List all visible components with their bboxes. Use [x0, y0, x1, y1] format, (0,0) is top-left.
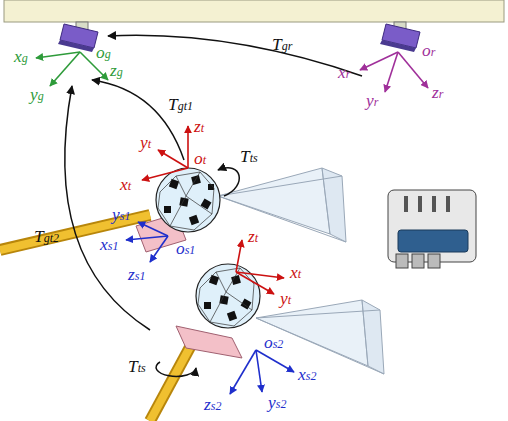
axis-label: xg	[14, 48, 28, 65]
frame-s1-axes	[126, 222, 168, 262]
camera-left	[58, 22, 98, 52]
frame-s2-axes	[230, 350, 294, 394]
origin-label: os2	[264, 334, 283, 351]
axis-label: yg	[30, 86, 44, 103]
axis-label: zt	[194, 118, 204, 135]
origin-label: os1	[176, 240, 195, 257]
tool-pen-lower	[150, 326, 242, 421]
axis-label: ys1	[112, 206, 130, 223]
axis-label: xt	[290, 264, 301, 281]
axis-label: zt	[248, 228, 258, 245]
axis-label: yr	[366, 92, 378, 109]
origin-label: or	[422, 42, 435, 59]
axis-label: xs2	[298, 366, 316, 383]
transform-label: Tts	[128, 358, 146, 375]
axis-label: zs2	[204, 396, 221, 413]
camera-frustum-lower	[256, 300, 384, 374]
axis-label: zs1	[128, 266, 145, 283]
transform-label: Tgt2	[34, 228, 59, 245]
ceiling-rail	[4, 0, 504, 22]
transform-label: Tts	[240, 148, 258, 165]
axis-label: yt	[140, 134, 151, 151]
axis-label: yt	[280, 290, 291, 307]
camera-frustum-upper	[218, 168, 346, 242]
transform-label: Tgt1	[168, 96, 193, 113]
scanner-device	[388, 190, 476, 268]
axis-label: xt	[120, 176, 131, 193]
frame-r-axes	[360, 52, 428, 92]
axis-label: xs1	[100, 236, 118, 253]
axis-label: zr	[432, 84, 443, 101]
axis-label: xr	[338, 64, 350, 81]
axis-label: ys2	[268, 394, 286, 411]
transform-label: Tgr	[272, 36, 292, 53]
axis-label: zg	[110, 62, 123, 79]
tool-pen-upper	[0, 214, 186, 252]
transform-arrows	[65, 35, 362, 376]
frame-t-axes-lower	[236, 240, 284, 294]
marker-ball-upper	[156, 168, 220, 232]
origin-label: ot	[194, 150, 206, 167]
origin-label: og	[96, 44, 111, 61]
camera-right	[380, 22, 420, 52]
